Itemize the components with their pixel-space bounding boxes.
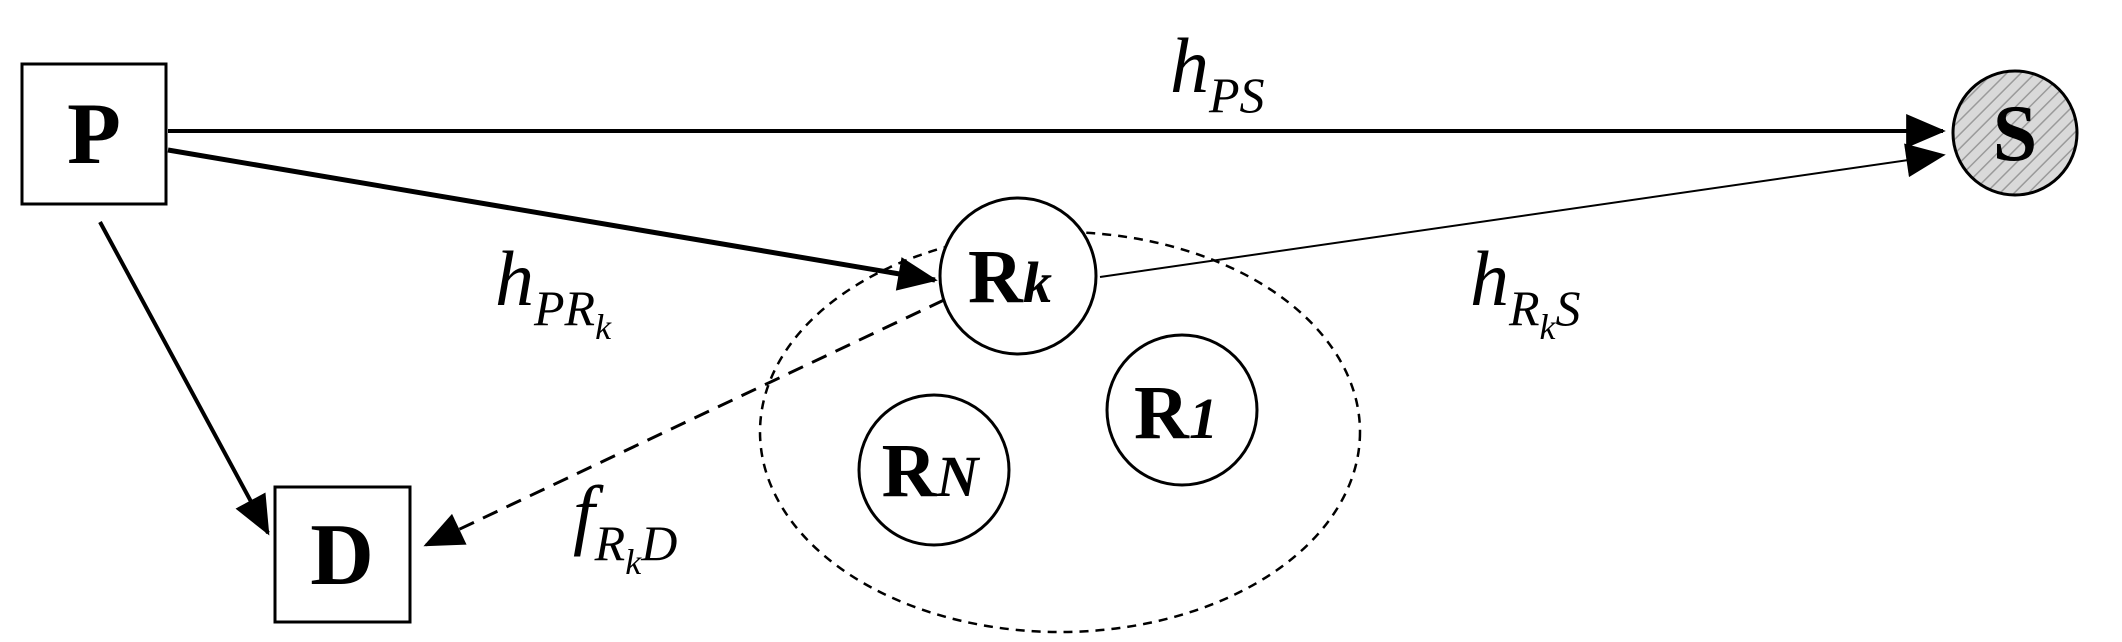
label-h-rks-sub: R	[1508, 280, 1540, 336]
edge-p-to-d	[98, 221, 270, 536]
svg-text:Rk: Rk	[968, 235, 1052, 319]
node-r1-index: 1	[1189, 386, 1218, 451]
svg-text:RN: RN	[882, 429, 981, 513]
label-h-rks-main: h	[1470, 235, 1509, 322]
label-h-ps-sub: PS	[1208, 67, 1265, 123]
svg-text:R1: R1	[1134, 371, 1218, 455]
node-r1-label: R	[1134, 371, 1190, 455]
node-rn: RN	[857, 393, 1011, 547]
label-f-rkd: fRkD	[573, 470, 677, 582]
node-rn-index: N	[936, 444, 981, 509]
edge-p-to-rk	[167, 147, 938, 291]
label-f-rkd-tail: D	[640, 515, 677, 571]
node-rk-index: k	[1023, 250, 1052, 315]
label-h-prk: hPRk	[495, 235, 612, 347]
label-h-rks: hRkS	[1470, 235, 1581, 347]
label-h-rks-subsub: k	[1540, 307, 1557, 347]
label-f-rkd-sub: R	[594, 515, 626, 571]
node-s-label: S	[1993, 90, 2038, 178]
label-h-prk-sub: PR	[533, 280, 595, 336]
node-rk: Rk	[938, 196, 1098, 356]
node-d-label: D	[310, 507, 374, 604]
label-h-ps-main: h	[1170, 22, 1209, 109]
edge-rk-to-s	[1099, 143, 1946, 278]
label-h-prk-subsub: k	[595, 307, 612, 347]
label-h-prk-main: h	[495, 235, 534, 322]
node-r1: R1	[1105, 333, 1259, 487]
node-p: P	[20, 62, 168, 206]
node-s: S	[1951, 69, 2079, 197]
label-h-rks-tail: S	[1556, 280, 1581, 336]
node-rn-label: R	[882, 429, 938, 513]
node-d: D	[273, 485, 412, 624]
node-p-label: P	[67, 86, 121, 183]
label-f-rkd-subsub: k	[625, 542, 642, 582]
label-h-ps: hPS	[1170, 22, 1265, 123]
node-rk-label: R	[968, 235, 1024, 319]
edge-rk-to-d	[423, 298, 945, 547]
